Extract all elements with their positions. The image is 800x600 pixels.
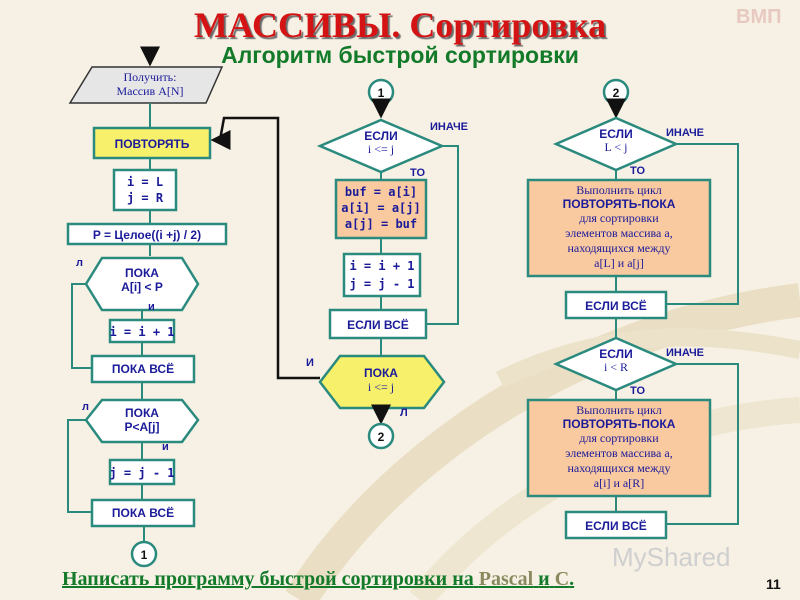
if-label-1: ЕСЛИ xyxy=(364,129,397,143)
proc2-line-1: Выполнить цикл xyxy=(576,403,662,417)
dec-j-box xyxy=(108,458,176,486)
while1-false-label: л xyxy=(76,257,83,269)
init-i: i = L xyxy=(127,175,163,189)
repeat-box xyxy=(92,126,212,160)
endwhile1-label: ПОКА ВСЁ xyxy=(112,361,174,376)
if-label-2: i <= j xyxy=(368,142,394,156)
while2-true-label: и xyxy=(162,441,169,453)
proc2-line-4: элементов массива а, xyxy=(565,446,672,460)
proc1-line-6: a[L] и a[j] xyxy=(594,256,644,270)
input-label-1: Получить: xyxy=(123,70,176,84)
input-label-2: Массив A[N] xyxy=(116,84,183,98)
footer-joiner: и xyxy=(538,568,550,590)
if1-then-label: ТО xyxy=(630,165,645,177)
while2-false-label: л xyxy=(82,401,89,413)
while1-true-label: и xyxy=(148,301,155,313)
if1-else-line xyxy=(666,143,739,305)
myshared-watermark: MyShared xyxy=(612,542,731,572)
swap-line-2: a[i] = a[j] xyxy=(341,201,420,215)
endif1-label: ЕСЛИ ВСЁ xyxy=(585,298,647,313)
footer-lang-pascal[interactable]: Pascal xyxy=(478,568,534,590)
pivot-label: P = Целое((i +j) / 2) xyxy=(93,228,201,242)
swap-box xyxy=(334,178,428,240)
while1-exit-line xyxy=(71,283,92,369)
until-label-2: i <= j xyxy=(368,380,394,394)
input-parallelogram xyxy=(68,66,224,104)
until-hexagon xyxy=(318,354,446,410)
footer-text: Написать программу быстрой сортировки на xyxy=(62,568,474,590)
endif-box xyxy=(328,308,428,340)
until-true-label: И xyxy=(306,357,314,369)
proc1-box xyxy=(526,178,712,278)
proc1-line-3: для сортировки xyxy=(579,211,659,225)
swap-line-3: a[j] = buf xyxy=(345,217,417,231)
proc1-line-2: ПОВТОРЯТЬ-ПОКА xyxy=(563,197,676,211)
if2-label-1: ЕСЛИ xyxy=(599,347,632,361)
endwhile1-box xyxy=(90,354,196,384)
while2-label-2: P<A[j] xyxy=(124,420,159,434)
proc2-line-5: находящихся между xyxy=(567,461,670,475)
footer-suffix: . xyxy=(569,568,575,590)
page-title: МАССИВЫ. Сортировка xyxy=(193,5,607,45)
dec-j-label: j = j - 1 xyxy=(109,466,174,480)
step-line-1: i = i + 1 xyxy=(349,259,414,273)
vmp-logo: ВМП xyxy=(736,6,782,28)
until-false-label: Л xyxy=(400,407,408,419)
repeat-loop-arrow xyxy=(210,116,320,380)
footer-task: Написать программу быстрой сортировки на… xyxy=(62,568,574,591)
connector-1-in-label: 1 xyxy=(378,86,385,100)
proc2-box xyxy=(526,398,712,498)
connector-2-in-label: 2 xyxy=(613,86,620,100)
init-j: j = R xyxy=(127,191,164,205)
if1-label-1: ЕСЛИ xyxy=(599,127,632,141)
step-box xyxy=(342,252,422,298)
while2-exit-line xyxy=(67,419,92,513)
if2-then-label: ТО xyxy=(630,385,645,397)
while1-label-2: A[i] < P xyxy=(121,280,163,294)
step-line-2: j = j - 1 xyxy=(349,277,414,291)
proc1-line-1: Выполнить цикл xyxy=(576,183,662,197)
connector-2-out-label: 2 xyxy=(378,430,385,444)
endif2-label: ЕСЛИ ВСЁ xyxy=(585,518,647,533)
repeat-label: ПОВТОРЯТЬ xyxy=(115,137,190,151)
if2-else-label: ИНАЧЕ xyxy=(666,347,704,359)
endif2-box xyxy=(564,510,668,540)
proc2-line-6: a[i] и a[R] xyxy=(594,476,644,490)
connector-1-out xyxy=(130,540,158,568)
if2-label-2: i < R xyxy=(604,360,628,374)
inc-i-label: i = i + 1 xyxy=(109,325,174,339)
connector-1-out-label: 1 xyxy=(141,548,148,562)
footer-lang-c[interactable]: C xyxy=(554,568,570,590)
if2-else-line xyxy=(666,363,739,525)
if1-label-2: L < j xyxy=(605,140,628,154)
proc2-line-2: ПОВТОРЯТЬ-ПОКА xyxy=(563,417,676,431)
until-label-1: ПОКА xyxy=(364,366,398,380)
page-number: 11 xyxy=(766,576,781,592)
proc1-line-5: находящихся между xyxy=(567,241,670,255)
init-box xyxy=(112,168,178,212)
if-else-label: ИНАЧЕ xyxy=(430,121,468,133)
endwhile2-label: ПОКА ВСЁ xyxy=(112,505,174,520)
while2-label-1: ПОКА xyxy=(125,406,159,420)
page-subtitle: Алгоритм быстрой сортировки xyxy=(221,42,579,68)
pivot-box xyxy=(66,222,228,246)
proc2-line-3: для сортировки xyxy=(579,431,659,445)
while1-label-1: ПОКА xyxy=(125,266,159,280)
swap-line-1: buf = a[i] xyxy=(345,185,417,199)
if-else-line xyxy=(426,145,459,325)
endif-label: ЕСЛИ ВСЁ xyxy=(347,317,409,332)
if-then-label: ТО xyxy=(410,167,425,179)
if1-else-label: ИНАЧЕ xyxy=(666,127,704,139)
connector-2-out xyxy=(367,422,395,450)
proc1-line-4: элементов массива а, xyxy=(565,226,672,240)
